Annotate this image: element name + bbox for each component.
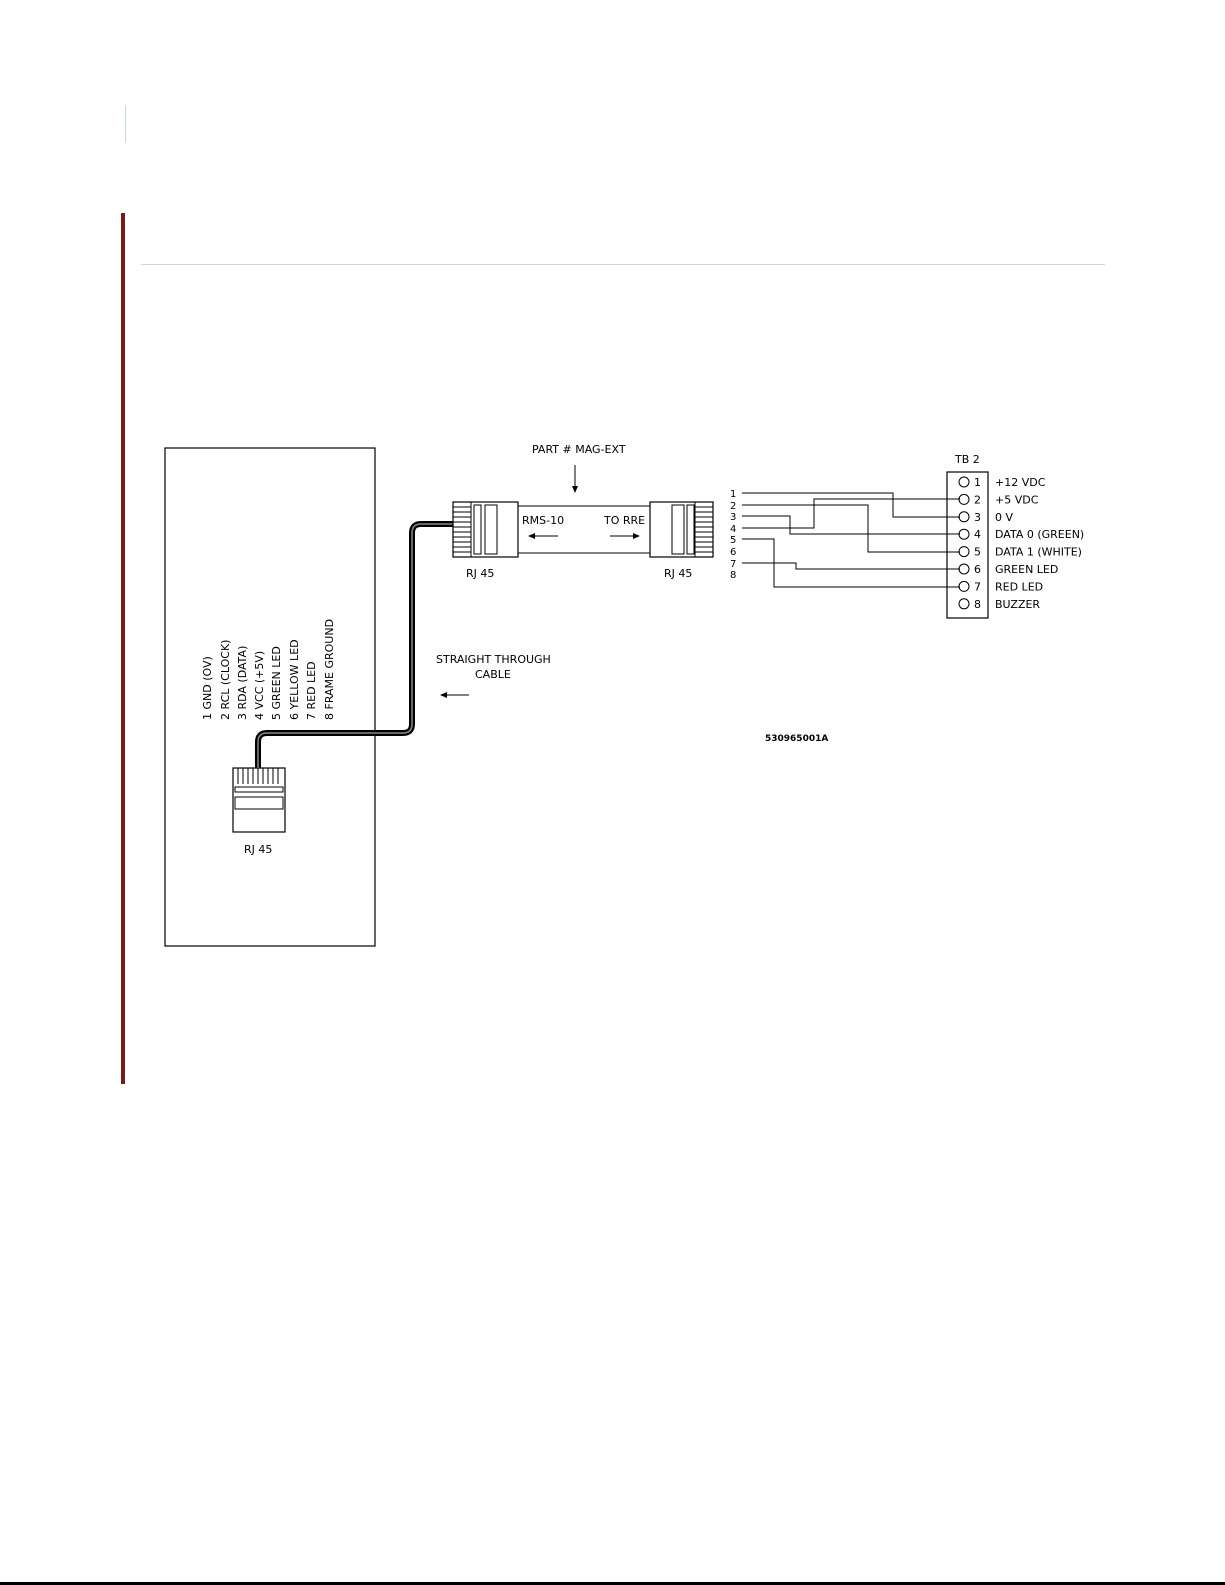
board-pin-label: 6 YELLOW LED (288, 639, 301, 720)
rms-label: RMS-10 (522, 514, 564, 527)
terminal-label: DATA 1 (WHITE) (995, 546, 1082, 559)
wire-number: 2 (730, 501, 736, 512)
terminal-screw-icon (959, 547, 969, 557)
terminal-screw-icon (959, 564, 969, 574)
terminal-5: 5 DATA 1 (WHITE) (959, 546, 1082, 559)
wire-number: 8 (730, 570, 736, 581)
terminal-number: 4 (974, 528, 981, 541)
board-rj45-label: RJ 45 (244, 843, 272, 856)
terminal-3: 3 0 V (959, 511, 1013, 524)
drawing-number: 530965001A (765, 734, 828, 744)
terminal-block (947, 472, 988, 618)
right-rj45-plug (650, 502, 713, 557)
board-pin-label: 8 FRAME GROUND (323, 619, 336, 720)
terminal-6: 6 GREEN LED (959, 563, 1058, 576)
arrow-left-icon (528, 533, 558, 539)
terminal-2: 2 +5 VDC (959, 493, 1039, 506)
terminal-label: DATA 0 (GREEN) (995, 528, 1084, 541)
board-pin-label: 7 RED LED (305, 661, 318, 720)
left-rj45-label: RJ 45 (466, 567, 494, 580)
wire-number: 4 (730, 524, 736, 535)
terminal-label: 0 V (995, 511, 1013, 524)
terminal-number: 2 (974, 493, 981, 506)
arrow-left-icon (440, 692, 469, 698)
board-pin-list: 1 GND (OV) 2 RCL (CLOCK) 3 RDA (DATA) 4 … (201, 619, 336, 720)
terminal-number: 7 (974, 580, 981, 593)
wire-number: 3 (730, 512, 736, 523)
arrow-right-icon (610, 533, 640, 539)
cable-label: CABLE (475, 668, 511, 681)
terminal-number: 1 (974, 476, 981, 489)
terminal-label: +5 VDC (995, 493, 1039, 506)
terminal-label: +12 VDC (995, 476, 1046, 489)
terminal-screw-icon (959, 599, 969, 609)
terminal-list: 1 +12 VDC 2 +5 VDC 3 0 V 4 DATA 0 (GREEN) 5 DATA … (959, 476, 1084, 611)
terminal-label: RED LED (995, 580, 1043, 593)
wire-number-list: 1 2 3 4 5 6 7 8 (730, 489, 736, 581)
cable-label: STRAIGHT THROUGH (436, 653, 551, 666)
wire-number: 6 (730, 547, 736, 558)
board-pin-label: 2 RCL (CLOCK) (219, 640, 232, 720)
terminal-block-title: TB 2 (954, 453, 980, 466)
wiring-traces (742, 493, 960, 587)
terminal-1: 1 +12 VDC (959, 476, 1046, 489)
terminal-number: 8 (974, 598, 981, 611)
terminal-number: 3 (974, 511, 981, 524)
wire-number: 7 (730, 559, 736, 570)
terminal-label: BUZZER (995, 598, 1040, 611)
terminal-screw-icon (959, 477, 969, 487)
terminal-label: GREEN LED (995, 563, 1058, 576)
board-rj45-jack (233, 768, 285, 832)
wire-number: 1 (730, 489, 736, 500)
terminal-7: 7 RED LED (959, 580, 1043, 593)
left-rj45-plug (453, 502, 518, 557)
terminal-4: 4 DATA 0 (GREEN) (959, 528, 1084, 541)
board-pin-label: 1 GND (OV) (201, 656, 214, 720)
board-pin-label: 4 VCC (+5V) (253, 651, 266, 720)
terminal-screw-icon (959, 494, 969, 504)
terminal-number: 5 (974, 546, 981, 559)
terminal-8: 8 BUZZER (959, 598, 1040, 611)
wire-number: 5 (730, 535, 736, 546)
terminal-number: 6 (974, 563, 981, 576)
arrow-down-icon (572, 465, 578, 493)
board-pin-label: 5 GREEN LED (270, 646, 283, 720)
terminal-screw-icon (959, 529, 969, 539)
terminal-screw-icon (959, 581, 969, 591)
to-rre-label: TO RRE (603, 514, 645, 527)
board-pin-label: 3 RDA (DATA) (236, 646, 249, 720)
right-rj45-label: RJ 45 (664, 567, 692, 580)
terminal-screw-icon (959, 512, 969, 522)
part-number-label: PART # MAG-EXT (532, 443, 626, 456)
